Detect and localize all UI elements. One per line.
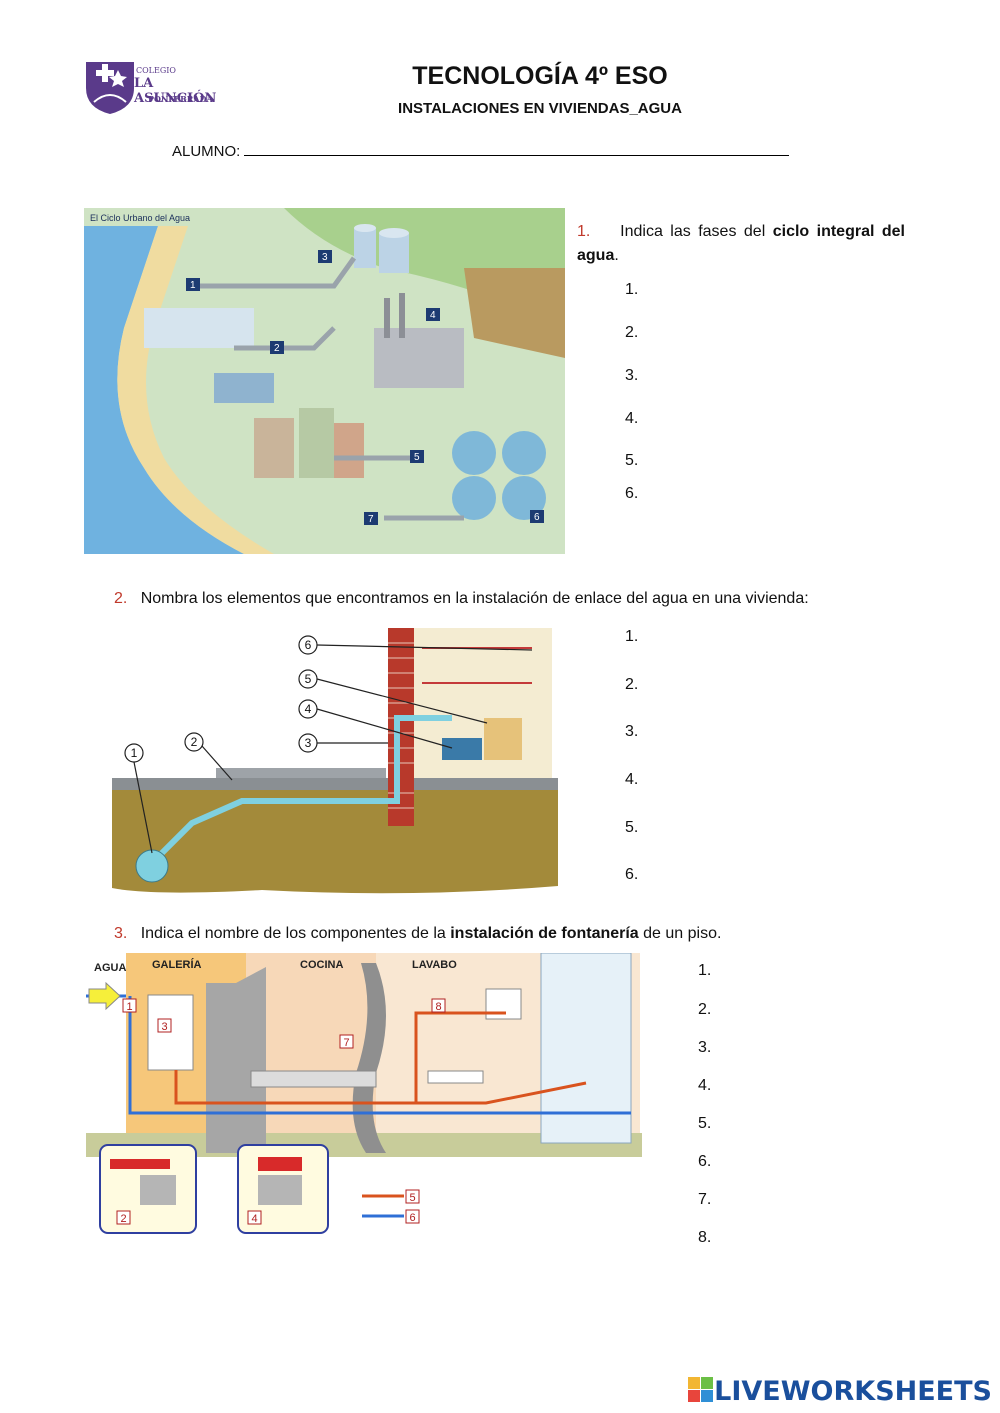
question-1-bold: ciclo integral del agua [577, 223, 905, 264]
question-1-number: 1. [577, 223, 591, 240]
question-1-text: Indica las fases del [620, 223, 766, 240]
diagram2-marker-4: 4 [305, 702, 312, 716]
q2-answer-4[interactable]: 4. [625, 771, 639, 788]
image-title: El Ciclo Urbano del Agua [90, 213, 190, 223]
liveworksheets-brand: LIVEWORKSHEETS [714, 1376, 992, 1407]
student-name-line[interactable] [244, 143, 790, 156]
logo-small-text: COLEGIO [136, 66, 176, 75]
q1-answer-2[interactable]: 2. [625, 324, 639, 341]
question-3-end: de un piso. [643, 925, 722, 942]
plumbing-marker-8: 8 [435, 1001, 441, 1013]
plumbing-marker-5: 5 [409, 1192, 415, 1204]
plumbing-marker-3: 3 [161, 1021, 167, 1033]
marker-5: 5 [414, 452, 420, 463]
q1-answer-3[interactable]: 3. [625, 367, 639, 384]
diagram2-marker-1: 1 [131, 746, 138, 760]
logo-school-name: LA ASUNCIÓN [134, 76, 217, 106]
marker-6: 6 [534, 512, 540, 523]
diagram2-marker-5: 5 [305, 672, 312, 686]
question-2-number: 2. [114, 590, 128, 607]
diagram2-marker-6: 6 [305, 638, 312, 652]
question-3: 3. Indica el nombre de los componentes d… [114, 925, 721, 943]
marker-7: 7 [368, 514, 374, 525]
plumbing-marker-2: 2 [120, 1213, 126, 1225]
q3-answer-2[interactable]: 2. [698, 1001, 712, 1018]
q2-answer-1[interactable]: 1. [625, 628, 639, 645]
q3-answer-3[interactable]: 3. [698, 1039, 712, 1056]
q2-answer-5[interactable]: 5. [625, 819, 639, 836]
q1-answer-4[interactable]: 4. [625, 410, 639, 427]
liveworksheets-icon [688, 1377, 714, 1402]
q3-answer-1[interactable]: 1. [698, 962, 712, 979]
marker-1: 1 [190, 280, 196, 291]
plumbing-marker-1: 1 [126, 1001, 132, 1013]
q2-answer-3[interactable]: 3. [625, 723, 639, 740]
q3-answer-6[interactable]: 6. [698, 1153, 712, 1170]
question-1-end: . [614, 247, 619, 264]
student-label: ALUMNO: [172, 143, 241, 160]
page-subtitle: INSTALACIONES EN VIVIENDAS_AGUA [398, 100, 682, 117]
logo-city: PONFERRADA [148, 94, 213, 104]
plumbing-diagram: AGUA GALERÍA COCINA LAVABO 1 2 3 4 5 6 7… [86, 952, 642, 1237]
question-3-bold: instalación de fontanería [450, 925, 639, 942]
label-lavabo: LAVABO [412, 959, 457, 971]
question-2-text: Nombra los elementos que encontramos en … [140, 590, 809, 607]
plumbing-marker-6: 6 [409, 1212, 415, 1224]
marker-2: 2 [274, 343, 280, 354]
question-1: 1. Indica las fases del ciclo integral d… [577, 220, 905, 268]
q2-answer-2[interactable]: 2. [625, 676, 639, 693]
q3-answer-8[interactable]: 8. [698, 1229, 712, 1246]
question-3-number: 3. [114, 925, 128, 942]
label-cocina: COCINA [300, 959, 343, 971]
liveworksheets-logo[interactable]: LIVEWORKSHEETS [688, 1376, 992, 1407]
shield-icon [86, 62, 134, 114]
q3-answer-4[interactable]: 4. [698, 1077, 712, 1094]
q3-answer-5[interactable]: 5. [698, 1115, 712, 1132]
q1-answer-6[interactable]: 6. [625, 485, 639, 502]
plumbing-marker-4: 4 [251, 1213, 257, 1225]
school-logo: COLEGIO LA ASUNCIÓN PONFERRADA [82, 58, 222, 118]
urban-water-cycle-image: El Ciclo Urbano del Agua 1 2 3 4 5 6 7 [84, 208, 565, 554]
student-name-field[interactable]: ALUMNO: [172, 143, 790, 160]
plumbing-marker-7: 7 [343, 1037, 349, 1049]
page-title: TECNOLOGÍA 4º ESO [412, 62, 668, 90]
q3-answer-7[interactable]: 7. [698, 1191, 712, 1208]
q1-answer-5[interactable]: 5. [625, 452, 639, 469]
question-3-text: Indica el nombre de los componentes de l… [140, 925, 446, 942]
diagram2-marker-2: 2 [191, 735, 198, 749]
q2-answer-6[interactable]: 6. [625, 866, 639, 883]
label-galeria: GALERÍA [152, 958, 202, 971]
marker-3: 3 [322, 252, 328, 263]
q1-answer-1[interactable]: 1. [625, 281, 639, 298]
diagram2-marker-3: 3 [305, 736, 312, 750]
label-agua: AGUA [94, 962, 126, 974]
marker-4: 4 [430, 310, 436, 321]
question-2: 2. Nombra los elementos que encontramos … [114, 590, 809, 608]
water-connection-diagram: 1 2 3 4 5 6 [112, 628, 558, 898]
